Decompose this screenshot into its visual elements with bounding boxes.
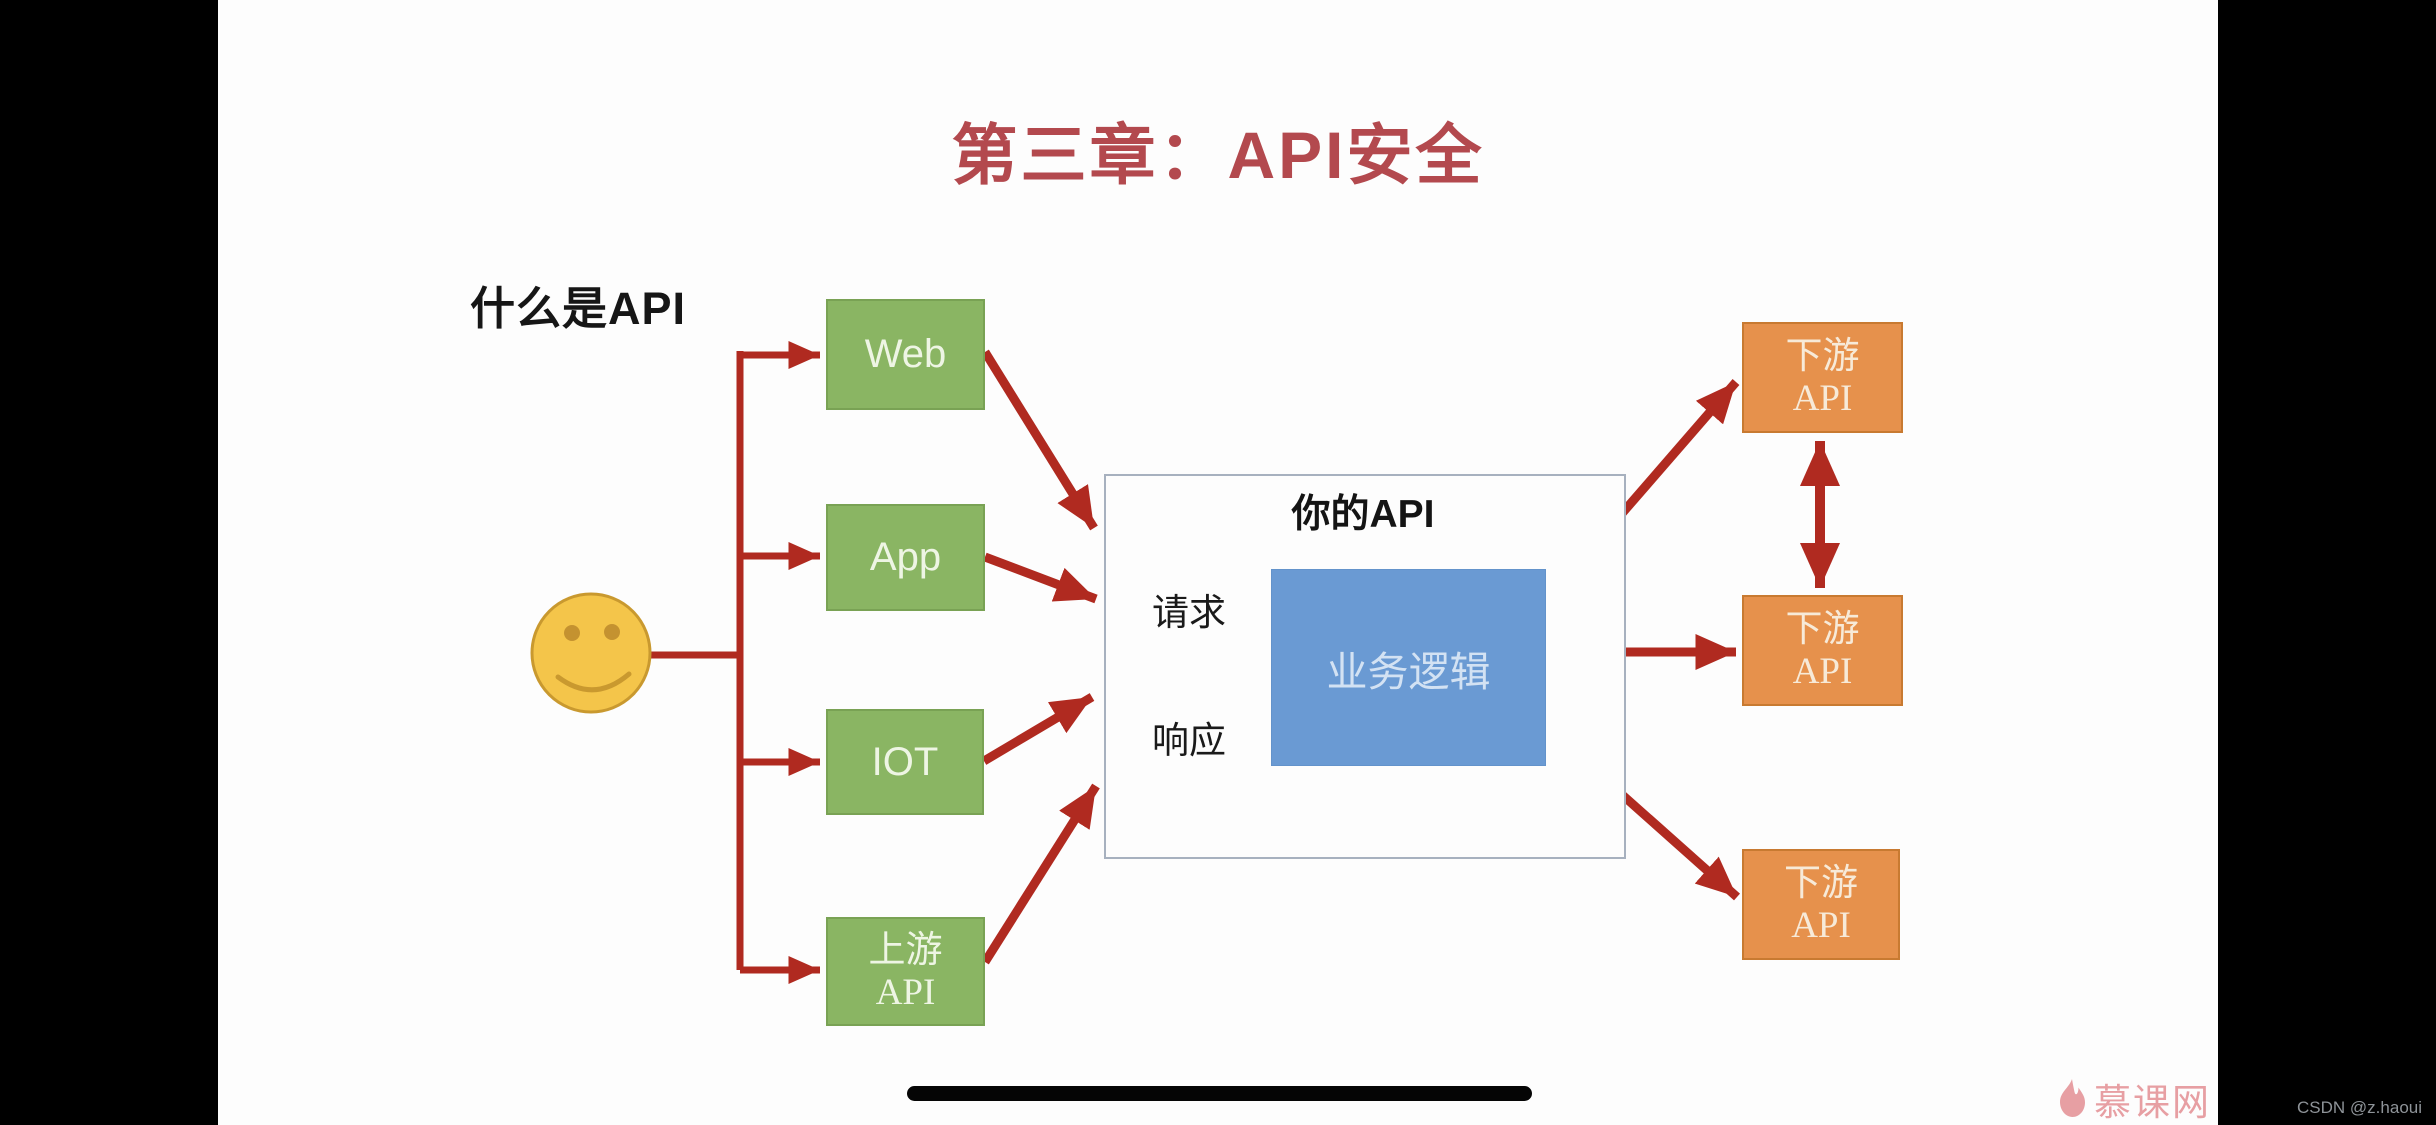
- downstream-api-box-3: 下游 API: [1742, 849, 1900, 960]
- home-indicator-bar: [907, 1086, 1532, 1101]
- downstream-api-1-line2: API: [1792, 377, 1853, 419]
- client-box-web: Web: [826, 299, 985, 410]
- downstream-api-3-line1: 下游: [1784, 863, 1858, 905]
- downstream-api-3-line2: API: [1791, 904, 1851, 946]
- your-api-title: 你的API: [1291, 493, 1435, 536]
- business-logic-box: 业务逻辑: [1271, 569, 1546, 766]
- csdn-watermark: CSDN @z.haoui: [2297, 1098, 2422, 1117]
- downstream-api-box-1: 下游 API: [1742, 322, 1903, 433]
- upstream-api-label-line2: API: [875, 971, 936, 1013]
- request-label: 请求: [1152, 592, 1226, 633]
- imooc-brand: 慕课网: [2056, 1072, 2211, 1125]
- client-label-web: Web: [864, 332, 947, 376]
- section-heading: 什么是API: [470, 283, 687, 334]
- downstream-api-1-line1: 下游: [1785, 336, 1860, 378]
- business-logic-label: 业务逻辑: [1326, 648, 1491, 695]
- client-box-app: App: [826, 504, 985, 611]
- client-label-app: App: [869, 535, 942, 579]
- downstream-api-2-line1: 下游: [1785, 609, 1860, 651]
- response-label: 响应: [1152, 720, 1226, 761]
- upstream-api-box: 上游 API: [826, 917, 985, 1026]
- flame-icon: [2060, 1079, 2085, 1117]
- slide-title: 第三章：API安全: [951, 118, 1485, 192]
- downstream-api-2-line2: API: [1792, 650, 1853, 692]
- upstream-api-label-line1: 上游: [868, 930, 943, 972]
- imooc-brand-text: 慕课网: [2094, 1082, 2211, 1123]
- client-label-iot: IOT: [871, 739, 939, 784]
- downstream-api-box-2: 下游 API: [1742, 595, 1903, 706]
- client-box-iot: IOT: [826, 709, 984, 815]
